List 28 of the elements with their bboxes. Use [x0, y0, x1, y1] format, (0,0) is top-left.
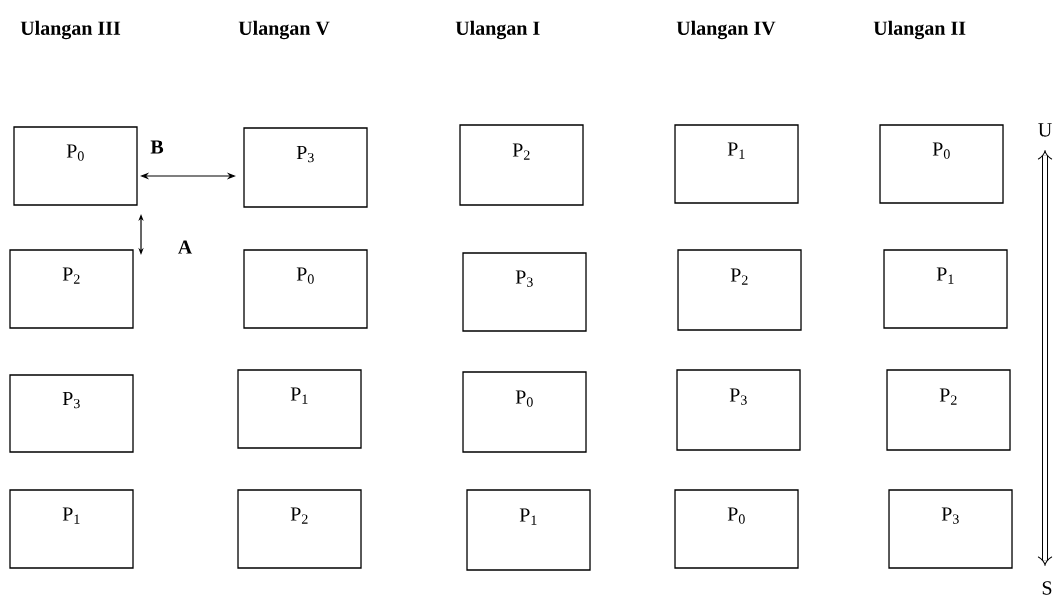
plot-box: P$_{3}$ [888, 489, 1013, 569]
plot-box: P$_{3}$ [462, 252, 587, 332]
plot-box: P$_{2}$ [459, 124, 584, 206]
plot-box: P$_{0}$ [243, 249, 368, 329]
plot-box: P$_{0}$ [674, 489, 799, 569]
column-heading: Ulangan III [20, 20, 121, 40]
plot-box: P$_{2}$ [9, 249, 134, 329]
plot-box: P$_{1}$ [883, 249, 1008, 329]
plot-box: P$_{2}$ [886, 369, 1011, 451]
column-heading: Ulangan I [455, 20, 540, 40]
plot-box: P$_{1}$ [237, 369, 362, 449]
plot-box: P$_{1}$ [466, 489, 591, 571]
column-heading: Ulangan IV [676, 20, 776, 40]
plot-box: P$_{0}$ [462, 371, 587, 453]
plot-box: P$_{3}$ [676, 369, 801, 451]
plot-box: P$_{0}$ [879, 124, 1004, 204]
column-heading: Ulangan V [238, 20, 330, 40]
plot-box: P$_{0}$ [13, 126, 138, 206]
plot-box: P$_{2}$ [677, 249, 802, 331]
dimension-label: A [177, 240, 193, 254]
plot-box: P$_{1}$ [9, 489, 134, 569]
direction-label: U [1038, 123, 1052, 137]
plot-box: P$_{3}$ [243, 127, 368, 208]
plot-box: P$_{2}$ [237, 489, 362, 569]
plot-box: P$_{1}$ [674, 124, 799, 204]
direction-label: S [1042, 581, 1052, 595]
column-heading: Ulangan II [873, 20, 966, 40]
plot-box: P$_{3}$ [9, 374, 134, 453]
